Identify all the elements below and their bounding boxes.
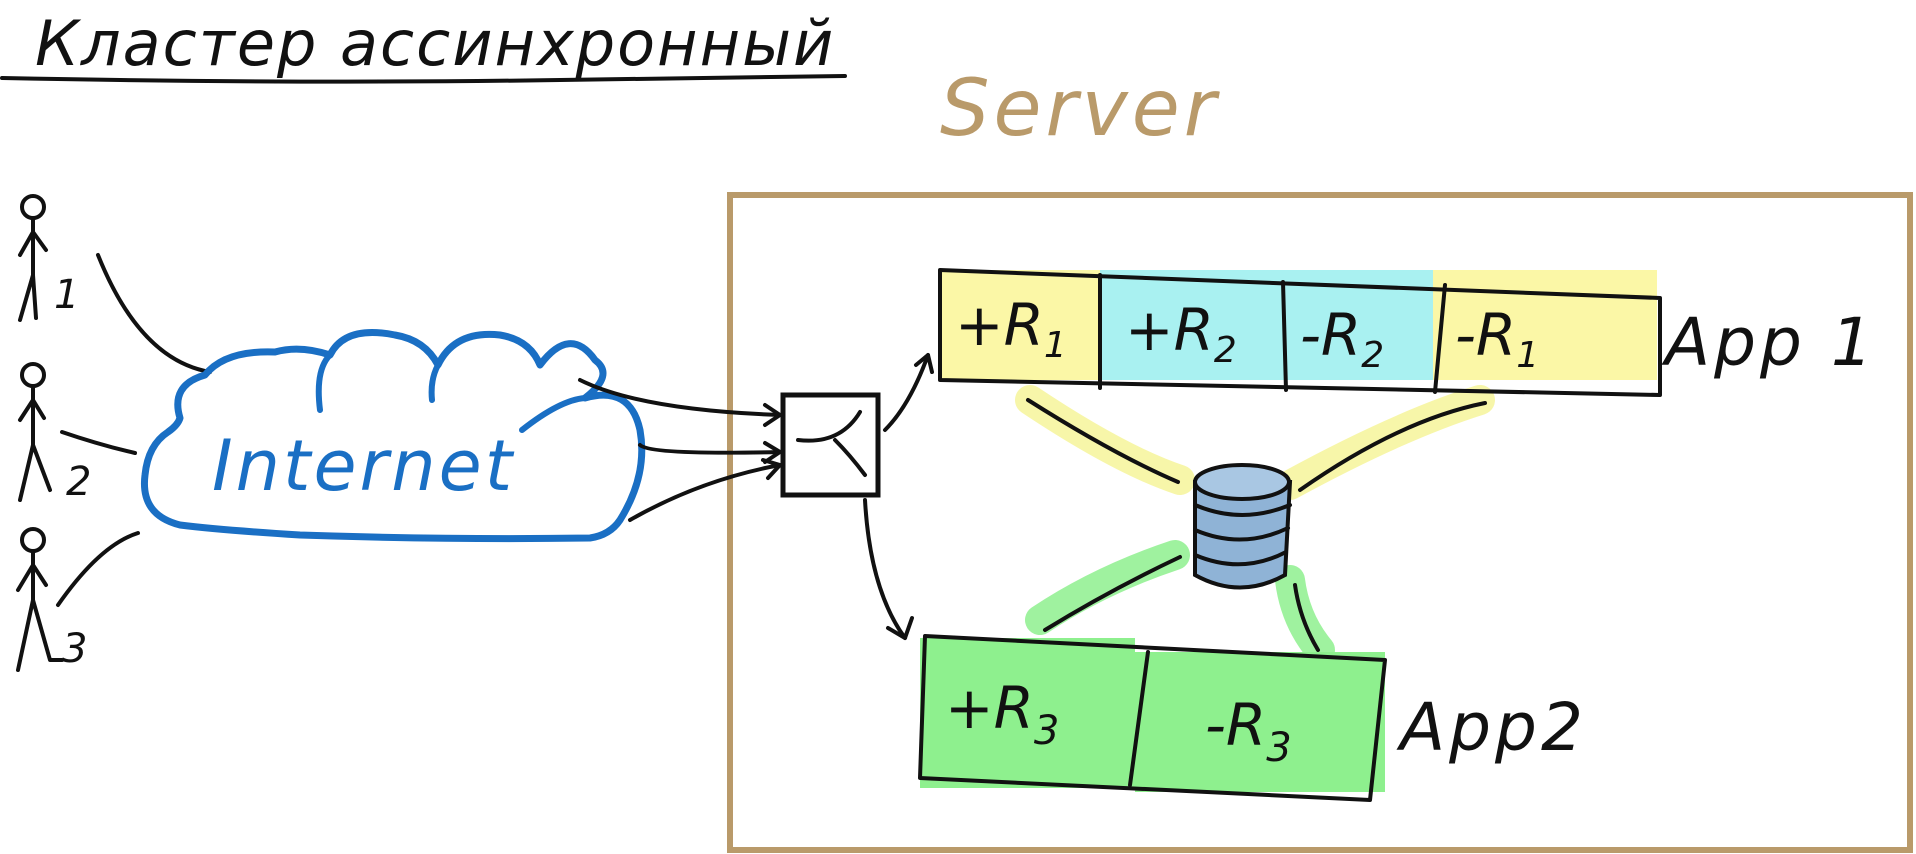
load-balancer-box: [780, 392, 881, 498]
arrow-to-app1: [883, 353, 930, 432]
app1-cell-text: +R1: [955, 291, 1067, 366]
split-icon: [796, 410, 867, 477]
user-3-number: 3: [62, 626, 87, 672]
user-1-number: 1: [54, 272, 79, 318]
user-1: 1: [18, 194, 79, 322]
user-3: 3: [16, 527, 87, 672]
app1-label: App 1: [1661, 304, 1877, 381]
user-3-link: [56, 531, 140, 607]
server-box: [727, 192, 1913, 853]
arrow-to-app2-head: [886, 616, 914, 640]
app2-outline: [918, 634, 1387, 802]
app1-cell: [940, 270, 1100, 380]
app1: +R1 +R2 -R2 -R1 App 1: [938, 268, 1877, 397]
app1-cell: [1433, 270, 1657, 380]
db-links: [1015, 385, 1495, 665]
app1-cell-text: -R1: [1455, 301, 1539, 376]
app2-cell-text: -R3: [1205, 691, 1292, 771]
title-underline: [0, 74, 847, 84]
app2: +R3 -R3 App2: [918, 634, 1587, 802]
user-2-link: [60, 430, 137, 455]
user-1-icon: [18, 194, 48, 322]
user-3-icon: [16, 527, 64, 672]
cloud-to-balancer-arrows: [578, 378, 782, 522]
app2-cell: [920, 638, 1135, 788]
database-icon: [1193, 463, 1293, 590]
app1-cell-text: +R2: [1125, 296, 1237, 371]
user-2-number: 2: [66, 459, 91, 505]
internet-label: Internet: [212, 425, 515, 507]
app1-outline: [938, 268, 1662, 397]
app2-divider: [1128, 650, 1150, 787]
app2-label: App2: [1396, 689, 1587, 766]
internet-cloud: Internet: [140, 329, 646, 543]
server-label: Server: [940, 64, 1221, 154]
title: Кластер ассинхронный: [0, 7, 847, 84]
user-1-link: [96, 253, 212, 374]
app2-cell-text: +R3: [945, 674, 1059, 754]
app1-cell-text: -R2: [1300, 301, 1384, 376]
arrow-to-app1-head: [914, 353, 934, 374]
arrow-to-app2: [863, 498, 907, 640]
user-2: 2: [18, 362, 91, 505]
title-text: Кластер ассинхронный: [35, 7, 835, 80]
load-balancer: [780, 392, 881, 498]
user-2-icon: [18, 362, 52, 502]
app1-cell: [1100, 270, 1283, 380]
app1-dividers: [1098, 273, 1447, 394]
app2-cell: [1135, 652, 1385, 792]
